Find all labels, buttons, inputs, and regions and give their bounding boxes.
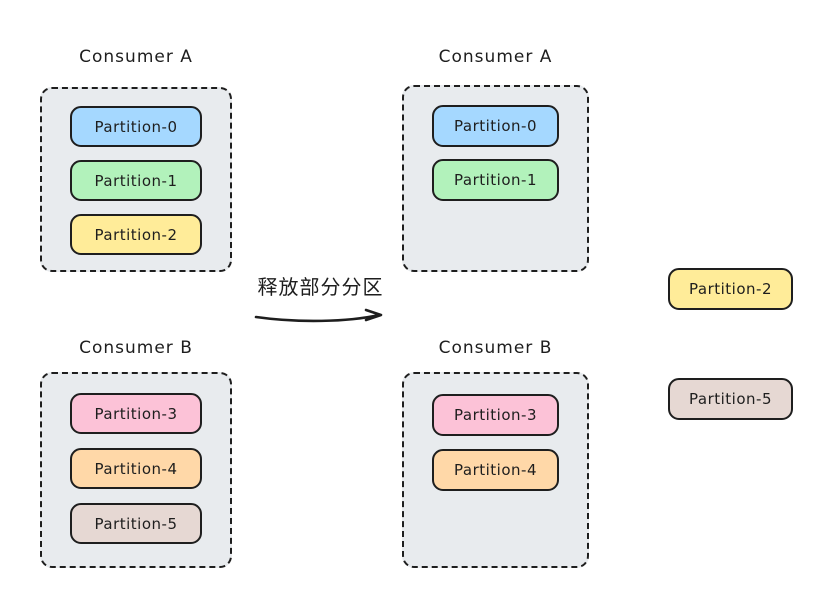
partition-chip: Partition-5 xyxy=(668,378,793,420)
partition-chip: Partition-0 xyxy=(432,105,559,147)
release-annotation: 释放部分分区 xyxy=(257,275,384,299)
partition-chip: Partition-4 xyxy=(70,448,202,489)
partition-chip: Partition-5 xyxy=(70,503,202,544)
partition-chip: Partition-1 xyxy=(432,159,559,201)
consumer-a-after-label: Consumer A xyxy=(438,47,553,67)
right-arrow-icon xyxy=(254,308,383,323)
partition-chip: Partition-4 xyxy=(432,449,559,491)
consumer-b-after-label: Consumer B xyxy=(438,338,553,358)
partition-chip: Partition-3 xyxy=(432,394,559,436)
partition-chip: Partition-2 xyxy=(70,214,202,255)
consumer-a-before-label: Consumer A xyxy=(79,47,193,67)
partition-chip: Partition-2 xyxy=(668,268,793,310)
consumer-b-before-label: Consumer B xyxy=(79,338,193,358)
partition-chip: Partition-3 xyxy=(70,393,202,434)
partition-chip: Partition-0 xyxy=(70,106,202,147)
partition-chip: Partition-1 xyxy=(70,160,202,201)
